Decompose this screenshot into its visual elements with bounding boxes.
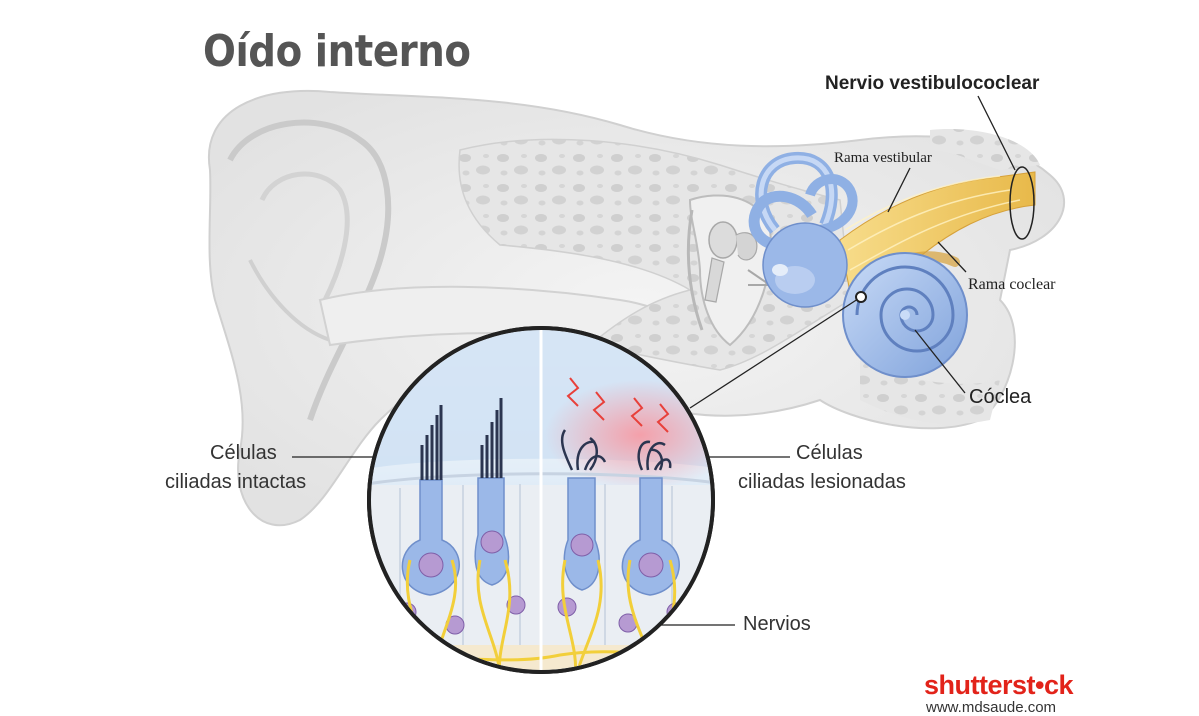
page-title: Oído interno (203, 26, 471, 77)
label-nervios: Nervios (743, 613, 811, 635)
damage-signal (566, 377, 670, 433)
magnified-hair-cells-circle (367, 326, 715, 674)
label-coclea: Cóclea (969, 386, 1032, 408)
intact-hair-cell (401, 405, 460, 596)
site-url: www.mdsaude.com (926, 699, 1057, 716)
intact-hair-cell (474, 398, 510, 586)
label-celulas-lesionadas-line1: Células (796, 442, 863, 464)
label-celulas-intactas-line1: Células (210, 442, 277, 464)
label-rama-vestibular: Rama vestibular (834, 150, 932, 166)
damaged-hair-cell (560, 429, 607, 591)
cochlea (842, 252, 968, 378)
label-celulas-intactas-line2: ciliadas intactas (165, 471, 307, 493)
label-leader-lines (292, 95, 1016, 626)
logo-o-mark: • (1035, 670, 1044, 700)
logo-text-b: ck (1043, 670, 1074, 700)
shutterstock-logo: shutterst•ck (924, 670, 1074, 701)
label-nervio-vestibulococlear: Nervio vestibulococlear (825, 73, 1040, 94)
inner-ear-labyrinth (748, 151, 968, 378)
label-rama-coclear: Rama coclear (968, 276, 1056, 293)
label-celulas-lesionadas-line2: ciliadas lesionadas (738, 471, 906, 493)
logo-text-a: shutterst (924, 670, 1036, 700)
damaged-hair-cell (621, 440, 680, 596)
